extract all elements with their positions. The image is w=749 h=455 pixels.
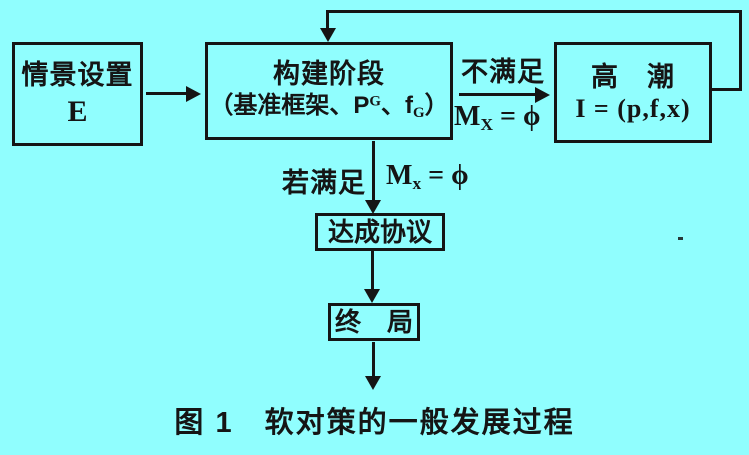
scan-speck bbox=[678, 237, 683, 240]
arrow-ending-out-head-icon bbox=[365, 376, 381, 390]
feedback-loop-head-icon bbox=[320, 28, 336, 42]
arrow-scenario-to-build-line bbox=[146, 92, 188, 95]
node-ending: 终 局 bbox=[328, 303, 420, 341]
arrow-build-to-climax-head-icon bbox=[535, 87, 550, 103]
arrow-build-to-climax-line bbox=[459, 93, 537, 96]
node-build-stage: 构建阶段 （基准框架、PG、fG） bbox=[205, 42, 453, 140]
label-unsatisfied: 不满足 bbox=[461, 57, 545, 87]
feedback-loop-top-line bbox=[326, 10, 742, 13]
arrow-ending-out-line bbox=[372, 342, 375, 378]
node-agreement-title: 达成协议 bbox=[327, 216, 432, 247]
feedback-loop-right-line bbox=[739, 10, 742, 91]
node-build-detail: （基准框架、PG、fG） bbox=[209, 92, 449, 122]
node-climax: 高 潮 I = (p,f,x) bbox=[554, 42, 712, 143]
feedback-loop-left-line bbox=[326, 10, 329, 30]
node-build-title: 构建阶段 bbox=[273, 59, 385, 90]
arrow-scenario-to-build-head-icon bbox=[186, 86, 201, 102]
label-satisfied-formula: Mx = ϕ bbox=[386, 160, 469, 193]
arrow-build-to-agreement-line bbox=[372, 141, 375, 202]
node-ending-title: 终 局 bbox=[334, 306, 413, 337]
node-scenario-setting: 情景设置 E bbox=[12, 42, 143, 146]
label-unsatisfied-formula: MX = ϕ bbox=[454, 101, 541, 134]
arrow-agreement-to-ending-line bbox=[371, 251, 374, 290]
node-climax-title: 高 潮 bbox=[591, 61, 675, 92]
node-climax-formula: I = (p,f,x) bbox=[575, 94, 691, 124]
arrow-build-to-agreement-head-icon bbox=[365, 200, 381, 214]
arrow-agreement-to-ending-head-icon bbox=[364, 289, 380, 303]
feedback-loop-stub-line bbox=[710, 88, 742, 91]
node-scenario-symbol: E bbox=[67, 94, 88, 128]
node-scenario-title: 情景设置 bbox=[21, 60, 134, 91]
label-satisfied: 若满足 bbox=[282, 168, 366, 198]
node-reach-agreement: 达成协议 bbox=[315, 213, 445, 251]
figure-caption: 图 1 软对策的一般发展过程 bbox=[174, 407, 575, 439]
